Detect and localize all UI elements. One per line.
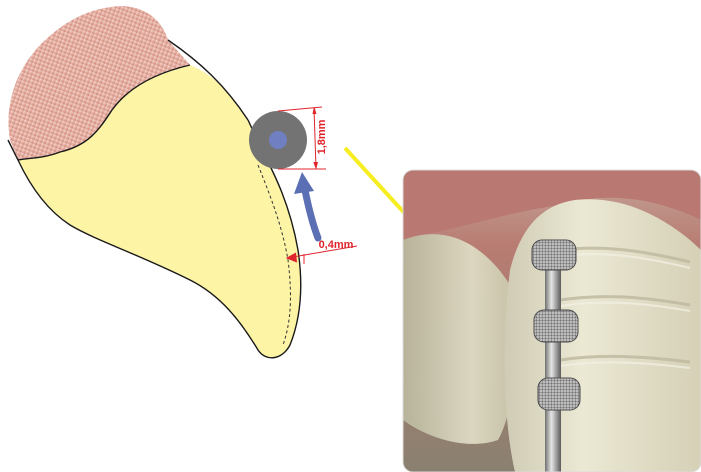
bur-disc-bottom bbox=[538, 378, 580, 410]
motion-arrow bbox=[294, 172, 318, 238]
bur-disc-middle bbox=[534, 310, 578, 342]
tooth-cross-section: 1,8mm 0,4mm bbox=[8, 6, 357, 358]
clinical-photo bbox=[403, 170, 701, 472]
bur-diameter-label: 1,8mm bbox=[316, 119, 328, 154]
bur-shaft bbox=[545, 260, 561, 472]
bur-disc-top bbox=[532, 240, 576, 270]
bur-inner-circle bbox=[269, 131, 287, 149]
depth-label: 0,4mm bbox=[319, 239, 354, 251]
